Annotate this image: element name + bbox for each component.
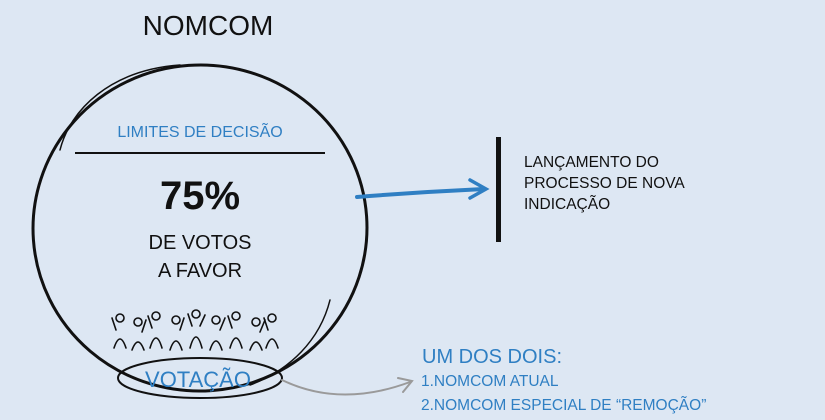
threshold-value: 75% xyxy=(159,174,241,218)
outcome-bar xyxy=(496,137,501,242)
outcome-line-2: PROCESSO DE NOVA xyxy=(524,175,685,192)
voting-label: VOTAÇÃO xyxy=(145,367,251,392)
options-title: UM DOS DOIS: xyxy=(422,346,563,368)
threshold-desc-line2: A FAVOR xyxy=(157,260,243,282)
option-item-1: 1.NOMCOM ATUAL xyxy=(421,373,559,390)
outcome-text: LANÇAMENTO DO PROCESSO DE NOVA INDICAÇÃO xyxy=(524,152,764,215)
page-title: NOMCOM xyxy=(142,10,274,41)
outcome-line-1: LANÇAMENTO DO xyxy=(524,154,659,171)
nomcom-circle xyxy=(31,63,369,393)
option-item-2: 2.NOMCOM ESPECIAL DE “REMOÇÃO” xyxy=(421,397,707,414)
threshold-desc-line1: DE VOTOS xyxy=(148,232,252,254)
blue-arrow-icon xyxy=(355,178,490,200)
gray-arrow-icon xyxy=(281,377,414,396)
crowd-icon xyxy=(111,309,279,351)
decision-limits-label: LIMITES DE DECISÃO xyxy=(117,124,283,141)
outcome-line-3: INDICAÇÃO xyxy=(524,196,611,213)
voting-oval xyxy=(117,357,283,399)
